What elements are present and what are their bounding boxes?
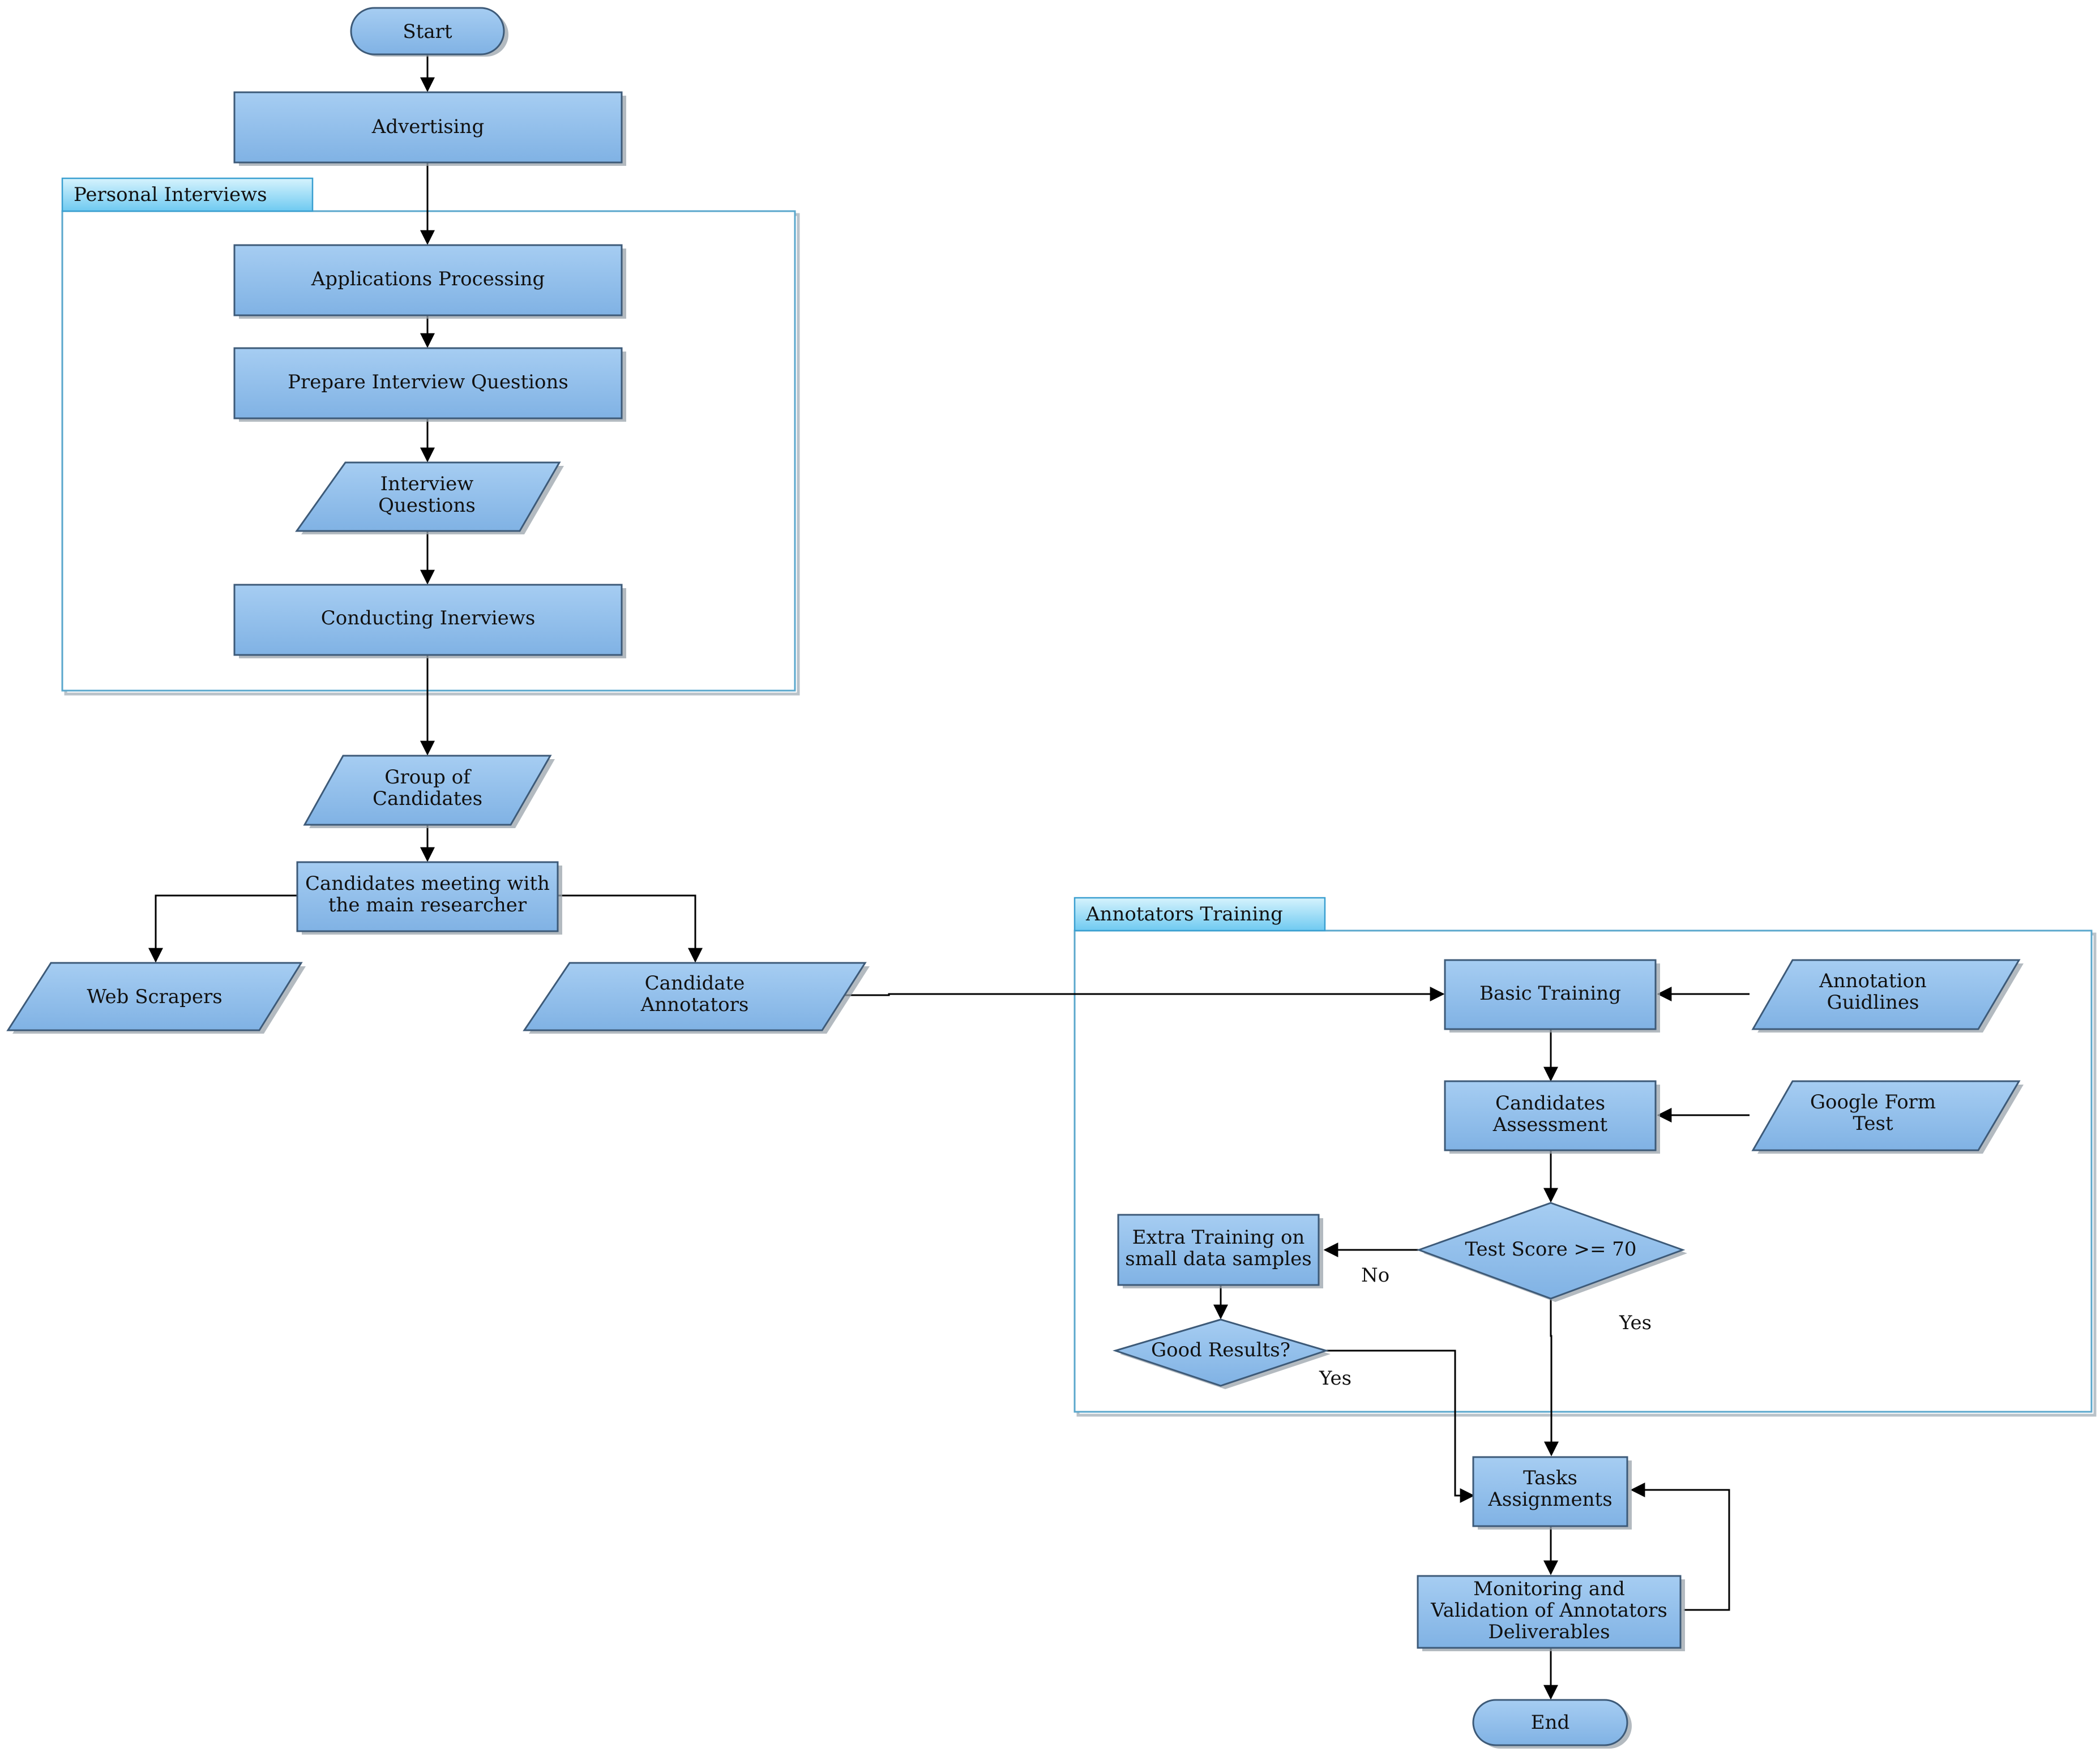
node-label-line3: Deliverables <box>1488 1621 1610 1643</box>
lane-title: Personal Interviews <box>74 183 267 206</box>
node-advertising[interactable]: Advertising <box>233 91 626 166</box>
node-label-line1: Candidates <box>1495 1092 1605 1115</box>
node-label-line1: Tasks <box>1523 1467 1577 1489</box>
edge-label-yes-score: Yes <box>1619 1312 1652 1334</box>
node-group-of-candidates[interactable]: Group of Candidates <box>303 755 555 828</box>
node-label: Basic Training <box>1479 982 1621 1005</box>
edge-annotators-basic-training <box>838 987 1445 1001</box>
node-monitoring-validation[interactable]: Monitoring and Validation of Annotators … <box>1417 1575 1685 1651</box>
node-basic-training[interactable]: Basic Training <box>1444 959 1660 1033</box>
node-label-line2: Assignments <box>1487 1488 1612 1511</box>
node-tasks-assignments[interactable]: Tasks Assignments <box>1472 1456 1632 1530</box>
node-prepare-interview-questions[interactable]: Prepare Interview Questions <box>233 347 626 422</box>
node-label: End <box>1531 1711 1569 1734</box>
node-label-line2: Validation of Annotators <box>1430 1599 1667 1622</box>
node-extra-training[interactable]: Extra Training on small data samples <box>1117 1214 1323 1288</box>
node-label: Conducting Inerviews <box>321 607 536 629</box>
node-label-line1: Interview <box>380 473 474 495</box>
node-conducting-interviews[interactable]: Conducting Inerviews <box>233 584 626 658</box>
node-label-line2: Guidlines <box>1827 991 1919 1014</box>
node-label-line1: Monitoring and <box>1473 1578 1625 1600</box>
node-label-line1: Candidates meeting with <box>305 872 550 895</box>
node-label-line1: Extra Training on <box>1132 1226 1305 1249</box>
node-label-line2: Questions <box>378 494 476 517</box>
edge-monitoring-feedback <box>1630 1483 1730 1611</box>
lane-tab <box>61 177 314 212</box>
node-label-line2: small data samples <box>1125 1248 1311 1270</box>
connectors <box>148 54 1750 1700</box>
edge-meeting-annotators <box>558 894 703 963</box>
node-good-results-decision[interactable]: Good Results? <box>1112 1318 1331 1389</box>
node-applications-processing[interactable]: Applications Processing <box>233 244 626 319</box>
node-label-line1: Candidate <box>645 972 745 995</box>
node-label: Start <box>403 20 452 43</box>
node-end[interactable]: End <box>1472 1699 1632 1749</box>
edge-label-no: No <box>1361 1264 1389 1287</box>
edge-meeting-webscrapers <box>148 894 297 963</box>
node-label-line1: Annotation <box>1819 970 1927 992</box>
node-label-line2: Annotators <box>640 993 749 1016</box>
node-google-form-test[interactable]: Google Form Test <box>1751 1080 2024 1154</box>
lane-tab <box>1073 897 1326 932</box>
node-label: Applications Processing <box>311 268 545 290</box>
node-test-score-decision[interactable]: Test Score >= 70 <box>1416 1202 1687 1302</box>
node-label: Web Scrapers <box>87 986 222 1008</box>
node-annotation-guidelines[interactable]: Annotation Guidlines <box>1751 959 2024 1033</box>
node-interview-questions[interactable]: Interview Questions <box>295 461 564 534</box>
node-label-line2: Test <box>1853 1112 1893 1135</box>
node-candidates-meeting[interactable]: Candidates meeting with the main researc… <box>296 861 562 935</box>
node-label: Prepare Interview Questions <box>288 371 568 393</box>
node-label-line2: Candidates <box>373 787 482 810</box>
node-start[interactable]: Start <box>350 7 508 57</box>
node-label-line2: the main researcher <box>328 894 527 916</box>
node-candidates-assessment[interactable]: Candidates Assessment <box>1444 1080 1660 1154</box>
node-web-scrapers[interactable]: Web Scrapers <box>6 962 306 1034</box>
node-label-line1: Group of <box>384 766 472 789</box>
node-label: Test Score >= 70 <box>1465 1238 1636 1261</box>
node-label-line2: Assessment <box>1492 1113 1608 1136</box>
node-label-line1: Google Form <box>1810 1091 1936 1113</box>
edge-label-yes-results: Yes <box>1319 1367 1351 1390</box>
node-candidate-annotators[interactable]: Candidate Annotators <box>523 962 870 1034</box>
edge-good-results-yes <box>1326 1350 1475 1503</box>
node-label: Advertising <box>371 115 484 138</box>
node-label: Good Results? <box>1151 1339 1290 1361</box>
lane-title: Annotators Training <box>1085 903 1283 926</box>
